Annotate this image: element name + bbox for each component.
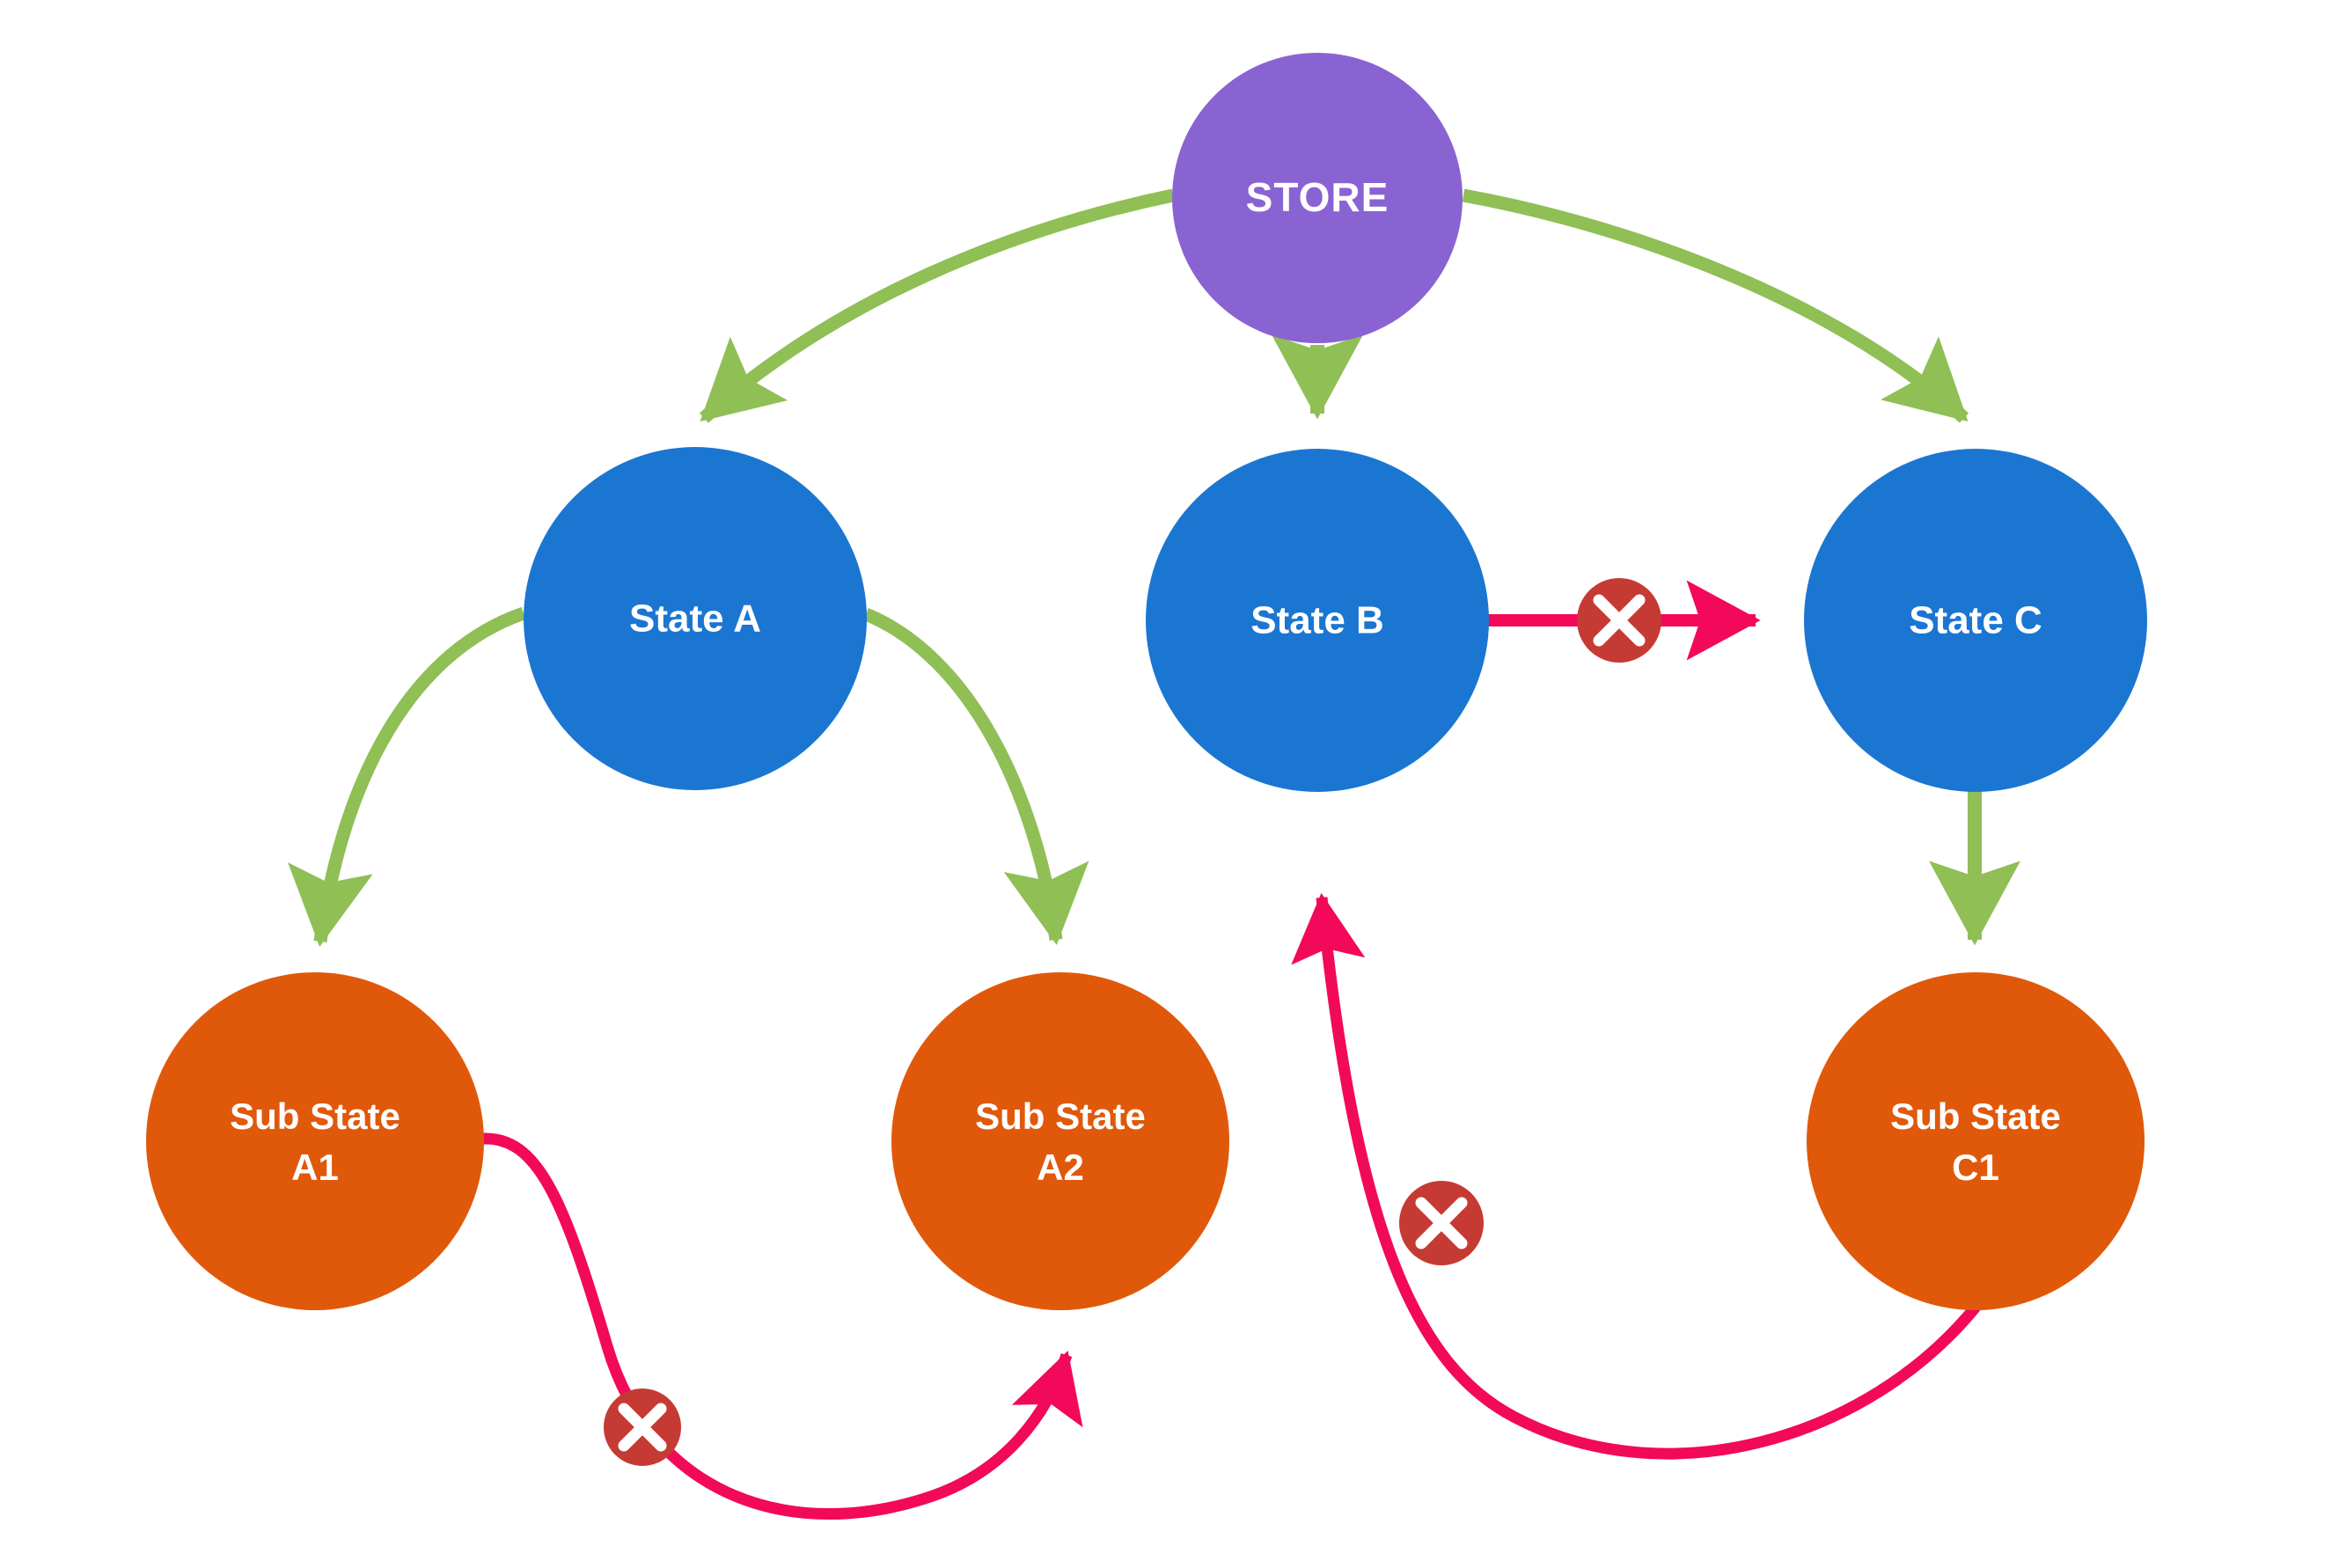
node-store-circle[interactable] — [1172, 53, 1463, 343]
block-marker-sub-state-a1-to-sub-state-a2[interactable] — [604, 1388, 681, 1466]
close-x-icon — [1593, 594, 1646, 647]
node-state-b-circle[interactable] — [1146, 449, 1489, 792]
edge-state-a-to-sub-state-a2[interactable] — [863, 608, 1089, 945]
edge-sub-state-c1-to-state-b[interactable] — [1291, 892, 1983, 1460]
block-markers-layer — [604, 578, 1661, 1466]
node-store[interactable]: STORE — [1172, 53, 1463, 343]
nodes-layer: STORE State A State B State C Sub State — [146, 53, 2147, 1310]
node-state-c-circle[interactable] — [1804, 449, 2147, 792]
node-sub-state-a2[interactable]: Sub State A2 — [891, 972, 1229, 1310]
node-sub-state-c1-circle[interactable] — [1807, 972, 2145, 1310]
node-state-a-circle[interactable] — [524, 447, 867, 790]
edges-layer — [288, 188, 2020, 1520]
node-state-a[interactable]: State A — [524, 447, 867, 790]
edge-store-to-state-a[interactable] — [699, 188, 1175, 423]
block-marker-sub-state-c1-to-state-b[interactable] — [1399, 1181, 1484, 1265]
edge-state-a-to-sub-state-a1[interactable] — [288, 606, 526, 947]
node-state-c[interactable]: State C — [1804, 449, 2147, 792]
close-x-icon — [1415, 1197, 1468, 1249]
edge-store-to-state-c[interactable] — [1462, 188, 1969, 423]
close-x-icon — [618, 1403, 667, 1452]
node-sub-state-c1[interactable]: Sub State C1 — [1807, 972, 2145, 1310]
edge-sub-state-a1-to-sub-state-a2[interactable] — [482, 1132, 1083, 1520]
node-sub-state-a1[interactable]: Sub State A1 — [146, 972, 484, 1310]
block-marker-state-b-to-state-c[interactable] — [1577, 578, 1661, 663]
node-sub-state-a1-circle[interactable] — [146, 972, 484, 1310]
node-sub-state-a2-circle[interactable] — [891, 972, 1229, 1310]
node-state-b[interactable]: State B — [1146, 449, 1489, 792]
